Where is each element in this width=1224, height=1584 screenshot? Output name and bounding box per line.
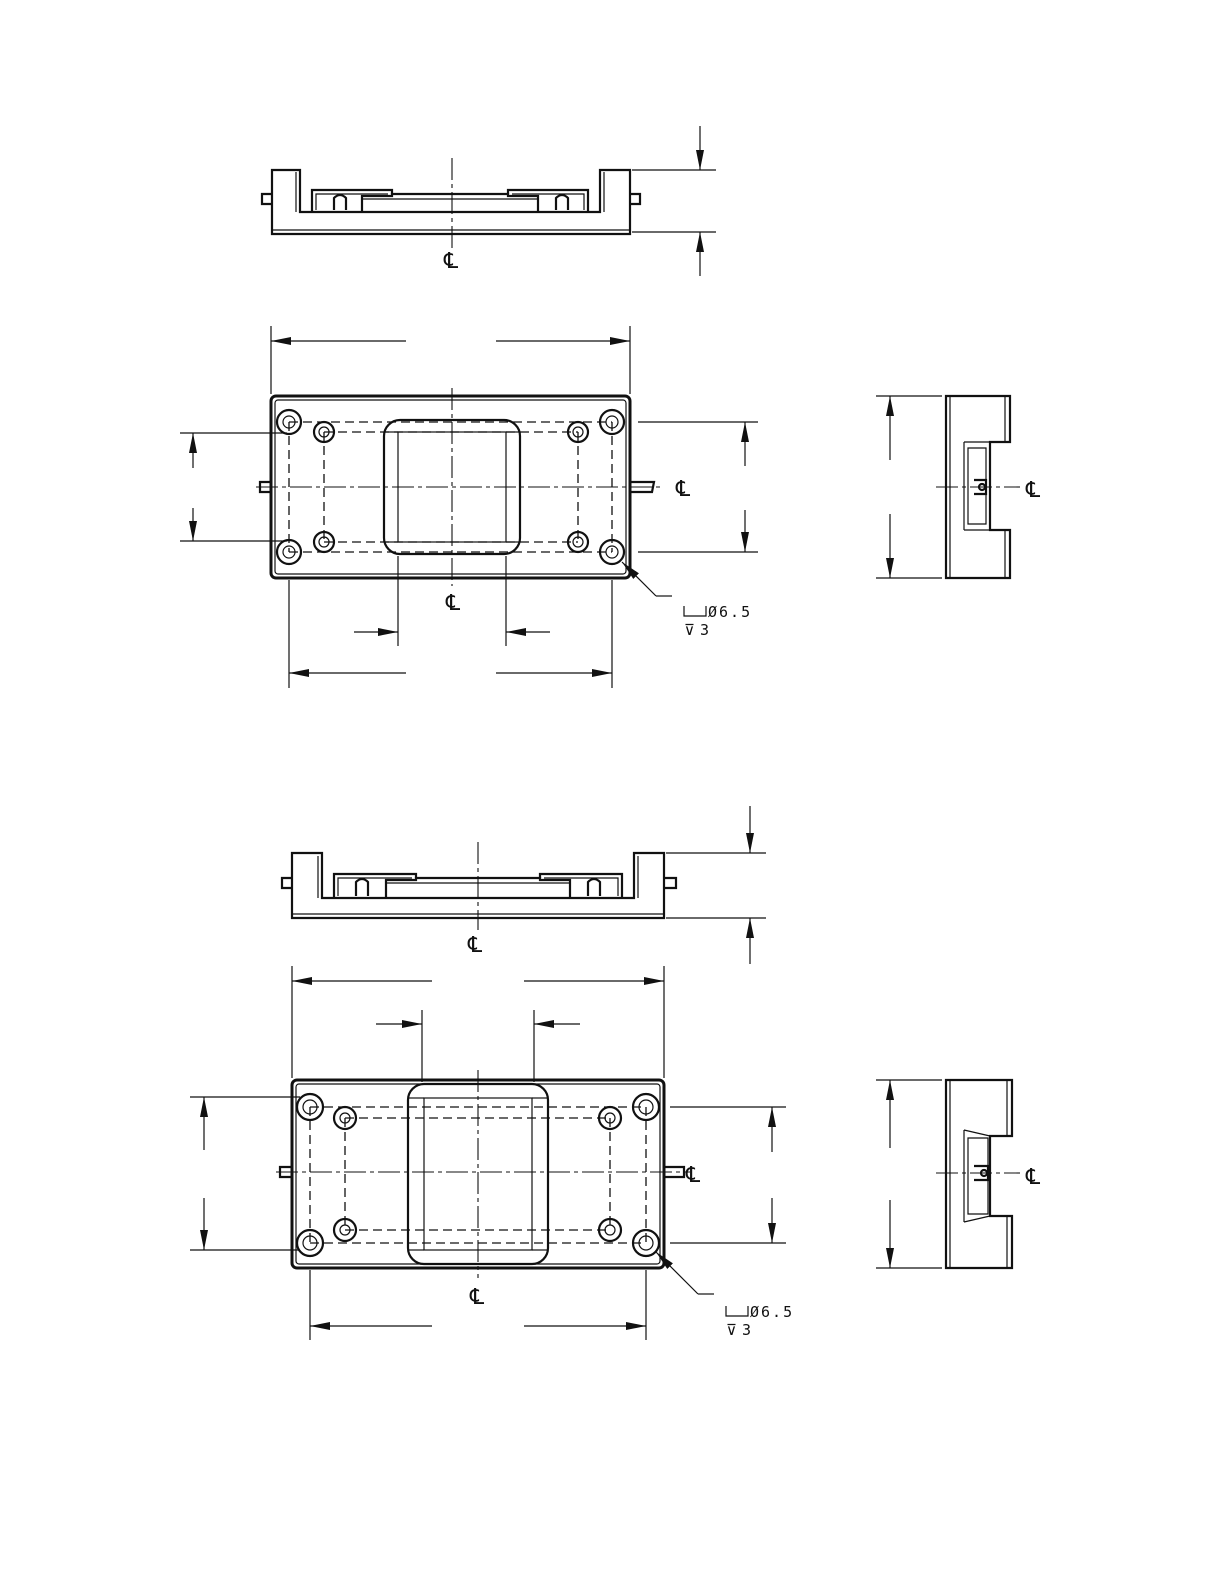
upper-hole-callout: Ø6.5 ⊽ 3 (684, 603, 752, 639)
upper-side-centerline-label: ℄ (1025, 478, 1041, 503)
svg-text:⊽: ⊽ (684, 621, 697, 639)
upper-side-view: ℄ (876, 396, 1041, 578)
upper-plan-centerline-label-v: ℄ (445, 591, 461, 616)
lower-front-view: ℄ (282, 806, 766, 964)
upper-plan-centerline-label-h: ℄ (675, 477, 691, 502)
upper-view-set: ℄ (180, 126, 1041, 688)
svg-text:⊽: ⊽ (726, 1321, 739, 1339)
lower-hole-diameter: Ø6.5 (750, 1303, 794, 1321)
upper-front-view: ℄ (262, 126, 716, 276)
lower-hole-depth: 3 (742, 1321, 753, 1339)
lower-plan-centerline-label-h: ℄ (685, 1163, 701, 1188)
upper-plan-view: ℄ ℄ (180, 326, 758, 688)
upper-hole-depth: 3 (700, 621, 711, 639)
lower-plan-view: ℄ ℄ (190, 966, 794, 1340)
lower-front-centerline-label: ℄ (467, 933, 483, 958)
lower-side-centerline-label: ℄ (1025, 1165, 1041, 1190)
lower-view-set: ℄ (190, 806, 1041, 1340)
lower-hole-callout: Ø6.5 ⊽ 3 (726, 1303, 794, 1339)
upper-front-centerline-label: ℄ (443, 249, 459, 274)
lower-side-view: ℄ (876, 1080, 1041, 1268)
upper-hole-diameter: Ø6.5 (708, 603, 752, 621)
lower-plan-centerline-label-v: ℄ (469, 1285, 485, 1310)
